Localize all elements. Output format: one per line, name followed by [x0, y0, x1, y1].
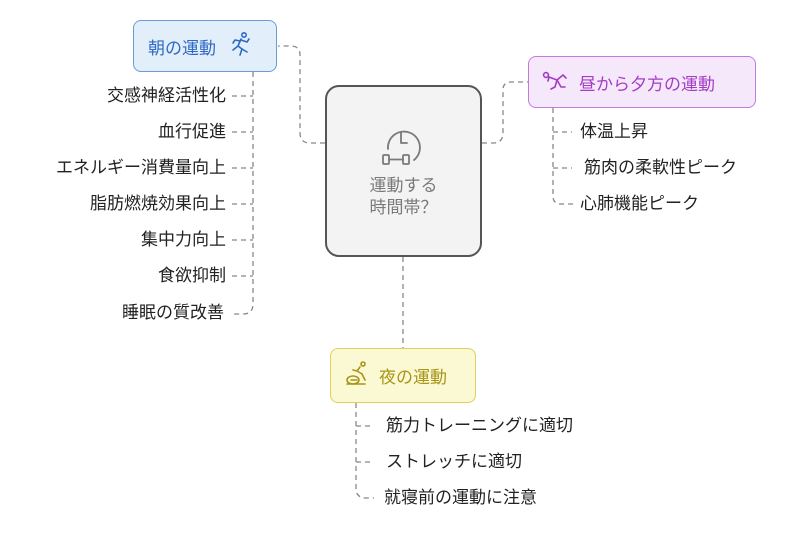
- exercise-timing-center-node[interactable]: 運動する 時間帯？: [325, 85, 482, 257]
- morning-item: エネルギー消費量向上: [56, 158, 226, 178]
- morning-exercise-node[interactable]: 朝の運動: [133, 20, 277, 72]
- afternoon-item: 筋肉の柔軟性ピーク: [584, 158, 737, 178]
- morning-item: 集中力向上: [141, 230, 226, 250]
- morning-item: 血行促進: [158, 122, 226, 142]
- afternoon-item: 体温上昇: [580, 122, 648, 142]
- morning-exercise-label: 朝の運動: [148, 38, 216, 59]
- morning-item: 交感神経活性化: [107, 86, 226, 106]
- running-person-icon: [228, 31, 254, 61]
- center-label: 運動する 時間帯？: [369, 176, 438, 218]
- night-item: 就寝前の運動に注意: [384, 488, 537, 508]
- night-exercise-label: 夜の運動: [379, 368, 447, 388]
- exercise-bike-icon: [343, 360, 371, 392]
- clock-dumbbell-icon: [379, 123, 431, 175]
- night-item: 筋力トレーニングに適切: [386, 416, 573, 436]
- stretching-person-icon: [541, 67, 569, 97]
- morning-item: 食欲抑制: [158, 266, 226, 286]
- night-item: ストレッチに適切: [386, 452, 522, 472]
- afternoon-exercise-node[interactable]: 昼から夕方の運動: [528, 56, 756, 108]
- morning-item: 脂肪燃焼効果向上: [90, 194, 226, 214]
- afternoon-exercise-label: 昼から夕方の運動: [579, 74, 715, 95]
- afternoon-item: 心肺機能ピーク: [580, 194, 699, 214]
- night-exercise-node[interactable]: 夜の運動: [330, 348, 476, 403]
- morning-item: 睡眠の質改善: [122, 303, 224, 323]
